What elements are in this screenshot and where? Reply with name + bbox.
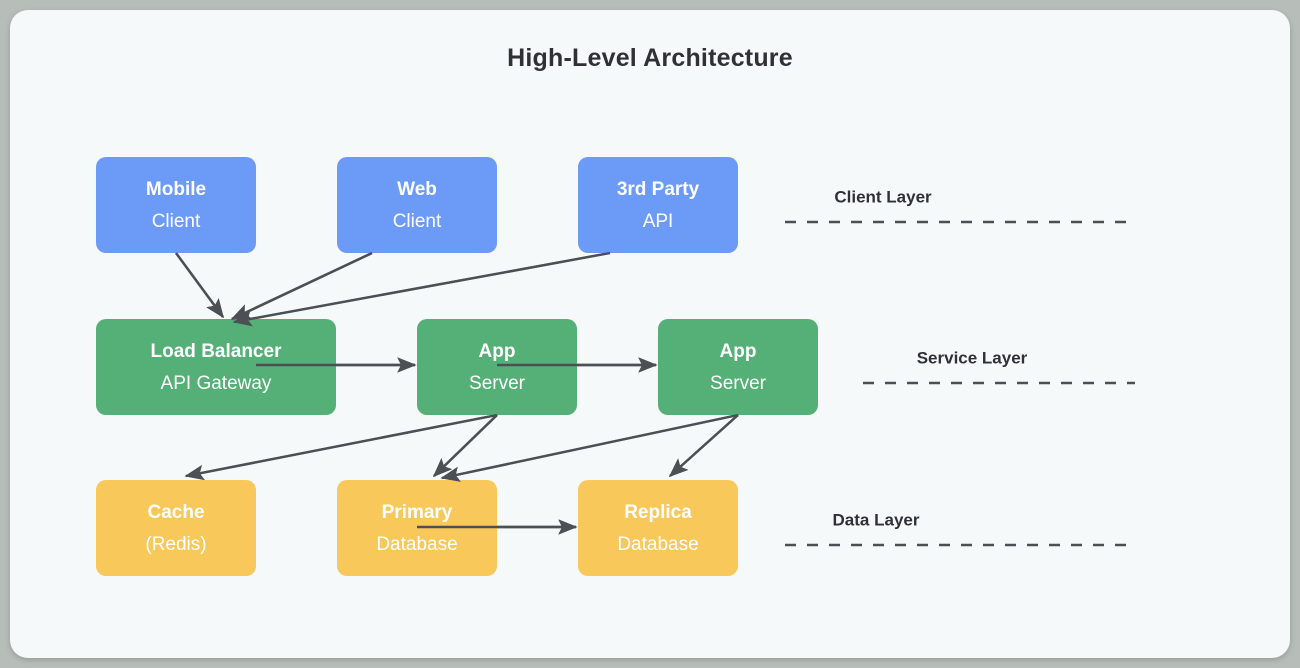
layer-label-service-layer-text: Service Layer	[917, 348, 1028, 367]
node-primary-db-secondary-label: Database	[376, 534, 457, 555]
node-app-server-2-secondary-label: Server	[710, 373, 767, 394]
node-replica-db-primary-label: Replica	[624, 502, 692, 523]
page-title: High-Level Architecture	[507, 44, 793, 72]
node-replica-db-box[interactable]	[578, 480, 738, 576]
edge-app2-to-replica-db-overlay	[668, 414, 739, 477]
node-load-balancer-primary-label: Load Balancer	[151, 341, 283, 362]
node-app-server-1-secondary-label: Server	[469, 373, 526, 394]
layer-label-data-layer: Data Layer	[785, 510, 1135, 547]
node-app-server-2-primary-label: App	[720, 341, 757, 362]
edge-app2-to-primary-db-overlay	[440, 413, 739, 482]
node-mobile-client-primary-label: Mobile	[146, 179, 206, 200]
node-load-balancer-secondary-label: API Gateway	[161, 373, 272, 394]
layer-label-data-layer-text: Data Layer	[833, 510, 920, 529]
edge-thirdparty-to-lb-overlay	[232, 251, 611, 327]
node-third-party-api-secondary-label: API	[643, 211, 674, 232]
node-cache-box[interactable]	[96, 480, 256, 576]
layer-label-client-layer-text: Client Layer	[834, 187, 932, 206]
edge-mobile-to-lb-overlay	[175, 252, 224, 319]
node-replica-db-secondary-label: Database	[617, 534, 698, 555]
node-app-server-2-box[interactable]	[658, 319, 818, 415]
edge-app1-to-cache-overlay	[184, 413, 498, 481]
edge-web-to-lb-overlay	[230, 251, 373, 321]
node-cache-secondary-label: (Redis)	[145, 534, 206, 555]
node-app-server-1-box[interactable]	[417, 319, 577, 415]
edge-app1-to-primary-db-overlay	[432, 414, 498, 478]
node-web-client-secondary-label: Client	[393, 211, 442, 232]
layer-label-client-layer: Client Layer	[785, 187, 1135, 224]
node-load-balancer-box[interactable]	[96, 319, 336, 415]
layer-label-service-layer: Service Layer	[863, 348, 1135, 385]
node-third-party-api-primary-label: 3rd Party	[617, 179, 700, 200]
node-cache[interactable]: Cache (Redis)	[96, 480, 256, 576]
node-mobile-client-box[interactable]	[96, 157, 256, 253]
node-primary-db-primary-label: Primary	[382, 502, 453, 523]
node-app-server-1-primary-label: App	[479, 341, 516, 362]
node-mobile-client-secondary-label: Client	[152, 211, 201, 232]
node-cache-primary-label: Cache	[147, 502, 204, 523]
node-web-client-primary-label: Web	[397, 179, 437, 200]
node-third-party-api-box[interactable]	[578, 157, 738, 253]
node-web-client-box[interactable]	[337, 157, 497, 253]
